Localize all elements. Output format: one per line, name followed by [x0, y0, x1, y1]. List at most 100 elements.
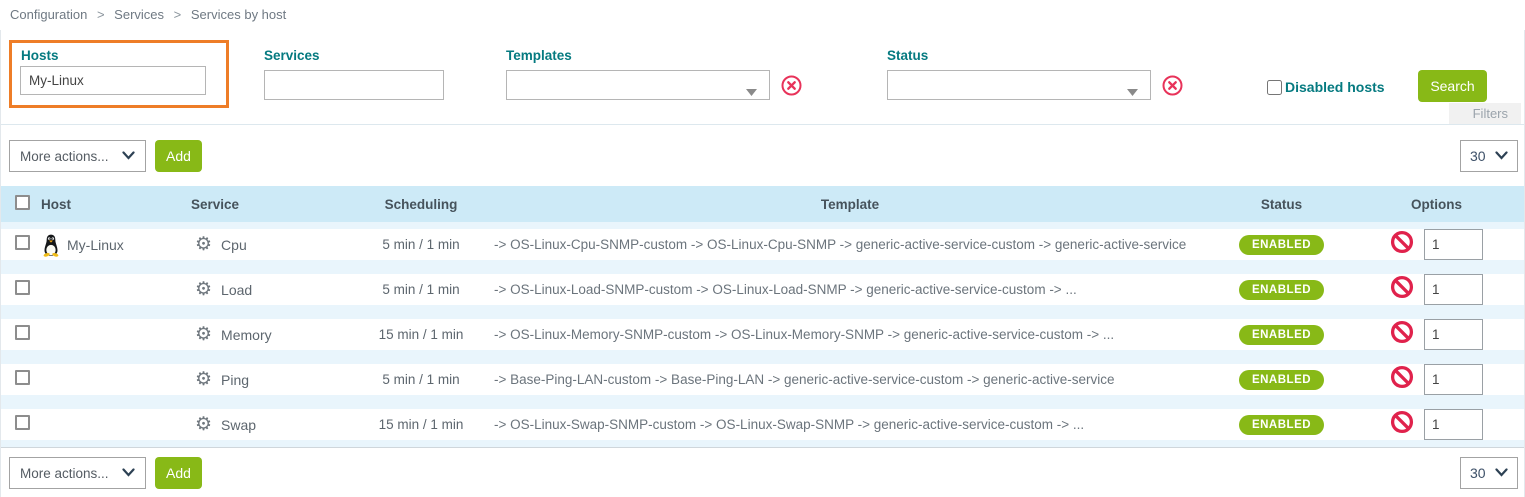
chevron-down-icon [1127, 83, 1138, 101]
templates-clear-icon[interactable] [780, 74, 803, 102]
breadcrumb-separator: > [173, 7, 182, 22]
column-header-host[interactable]: Host [41, 196, 71, 212]
row-checkbox[interactable] [15, 414, 30, 430]
service-name[interactable]: Cpu [221, 236, 247, 253]
disabled-hosts-label: Disabled hosts [1285, 79, 1385, 95]
column-header-options[interactable]: Options [1411, 196, 1462, 212]
template-chain: -> OS-Linux-Memory-SNMP-custom -> OS-Lin… [494, 327, 1115, 342]
filters-tab-label: Filters [1448, 103, 1521, 124]
chevron-down-icon [122, 147, 135, 165]
column-header-scheduling[interactable]: Scheduling [384, 196, 458, 212]
chevron-down-icon [746, 83, 757, 101]
templates-filter-select[interactable] [506, 70, 770, 100]
breadcrumb-separator: > [96, 7, 105, 22]
page-size-value: 30 [1470, 148, 1486, 164]
chevron-down-icon [1495, 147, 1508, 165]
more-actions-select[interactable]: More actions... [9, 457, 146, 489]
service-name[interactable]: Ping [221, 371, 250, 388]
status-badge: ENABLED [1238, 414, 1325, 435]
prohibition-icon[interactable] [1390, 230, 1414, 259]
more-actions-select[interactable]: More actions... [9, 140, 146, 172]
services-table: Host Service Scheduling Template Status … [1, 186, 1524, 447]
toolbar-top: More actions... Add 30 [1, 125, 1524, 186]
scheduling-value: 15 min / 1 min [378, 417, 464, 432]
gear-icon[interactable]: ⚙ [195, 414, 213, 435]
scheduling-value: 15 min / 1 min [378, 327, 464, 342]
status-clear-icon[interactable] [1161, 74, 1184, 102]
gear-icon[interactable]: ⚙ [195, 234, 213, 255]
linux-penguin-icon [41, 233, 61, 257]
content-area: Hosts Services Templates [0, 30, 1525, 497]
hosts-filter-input[interactable] [20, 66, 206, 95]
page-size-select[interactable]: 30 [1460, 140, 1518, 172]
status-filter-select[interactable] [887, 70, 1151, 100]
options-count-input[interactable] [1424, 319, 1483, 350]
table-header: Host Service Scheduling Template Status … [1, 186, 1524, 222]
gear-icon[interactable]: ⚙ [195, 369, 213, 390]
host-name[interactable]: My-Linux [67, 236, 124, 253]
breadcrumb-item-configuration[interactable]: Configuration [10, 7, 88, 22]
page-size-select[interactable]: 30 [1460, 457, 1518, 489]
column-header-template[interactable]: Template [820, 196, 880, 212]
table-row: ⚙ Load 5 min / 1 min -> OS-Linux-Load-SN… [1, 267, 1524, 312]
breadcrumb-item-services[interactable]: Services [114, 7, 165, 22]
table-body: My-Linux ⚙ Cpu 5 min / 1 min -> OS-Linux… [1, 222, 1524, 447]
table-row: ⚙ Memory 15 min / 1 min -> OS-Linux-Memo… [1, 312, 1524, 357]
page-size-value: 30 [1470, 465, 1486, 481]
services-filter-label: Services [264, 48, 320, 63]
toolbar-bottom: More actions... Add 30 [1, 447, 1524, 497]
service-name[interactable]: Load [221, 281, 253, 298]
chevron-down-icon [122, 464, 135, 482]
service-name[interactable]: Swap [221, 416, 257, 433]
table-row: ⚙ Swap 15 min / 1 min -> OS-Linux-Swap-S… [1, 402, 1524, 447]
row-checkbox[interactable] [15, 369, 30, 385]
chevron-down-icon [1495, 464, 1508, 482]
scheduling-value: 5 min / 1 min [382, 372, 460, 387]
options-count-input[interactable] [1424, 274, 1483, 305]
scheduling-value: 5 min / 1 min [382, 282, 460, 297]
template-chain: -> OS-Linux-Cpu-SNMP-custom -> OS-Linux-… [494, 237, 1187, 252]
disabled-hosts-checkbox[interactable] [1267, 79, 1282, 95]
add-button[interactable]: Add [155, 140, 202, 172]
service-name[interactable]: Memory [221, 326, 272, 343]
templates-filter: Templates [506, 48, 770, 100]
options-count-input[interactable] [1424, 229, 1483, 260]
gear-icon[interactable]: ⚙ [195, 324, 213, 345]
search-button[interactable]: Search [1418, 70, 1487, 102]
status-filter-label: Status [887, 48, 929, 63]
status-badge: ENABLED [1238, 369, 1325, 390]
column-header-status[interactable]: Status [1260, 196, 1303, 212]
template-chain: -> OS-Linux-Load-SNMP-custom -> OS-Linux… [494, 282, 1077, 297]
status-badge: ENABLED [1238, 234, 1325, 255]
services-filter: Services [264, 48, 444, 100]
template-chain: -> OS-Linux-Swap-SNMP-custom -> OS-Linux… [494, 417, 1085, 432]
gear-icon[interactable]: ⚙ [195, 279, 213, 300]
prohibition-icon[interactable] [1390, 320, 1414, 349]
hosts-filter-highlight-box: Hosts [9, 40, 229, 108]
disabled-hosts-toggle[interactable]: Disabled hosts [1267, 79, 1385, 95]
table-row: ⚙ Ping 5 min / 1 min -> Base-Ping-LAN-cu… [1, 357, 1524, 402]
scheduling-value: 5 min / 1 min [382, 237, 460, 252]
breadcrumb: Configuration > Services > Services by h… [0, 0, 1525, 30]
column-header-service[interactable]: Service [191, 196, 240, 212]
row-checkbox[interactable] [15, 324, 30, 340]
status-filter: Status [887, 48, 1151, 100]
options-count-input[interactable] [1424, 409, 1483, 440]
options-count-input[interactable] [1424, 364, 1483, 395]
add-button[interactable]: Add [155, 457, 202, 489]
row-checkbox[interactable] [15, 279, 30, 295]
breadcrumb-item-services-by-host[interactable]: Services by host [190, 7, 287, 22]
services-filter-input[interactable] [264, 70, 444, 100]
row-checkbox[interactable] [15, 234, 30, 250]
templates-filter-label: Templates [506, 48, 572, 63]
hosts-filter-label: Hosts [21, 48, 59, 63]
filter-panel: Hosts Services Templates [1, 30, 1524, 125]
more-actions-label: More actions... [20, 465, 109, 481]
select-all-checkbox[interactable] [15, 195, 30, 210]
prohibition-icon[interactable] [1390, 365, 1414, 394]
status-badge: ENABLED [1238, 324, 1325, 345]
prohibition-icon[interactable] [1390, 275, 1414, 304]
prohibition-icon[interactable] [1390, 410, 1414, 439]
status-badge: ENABLED [1238, 279, 1325, 300]
